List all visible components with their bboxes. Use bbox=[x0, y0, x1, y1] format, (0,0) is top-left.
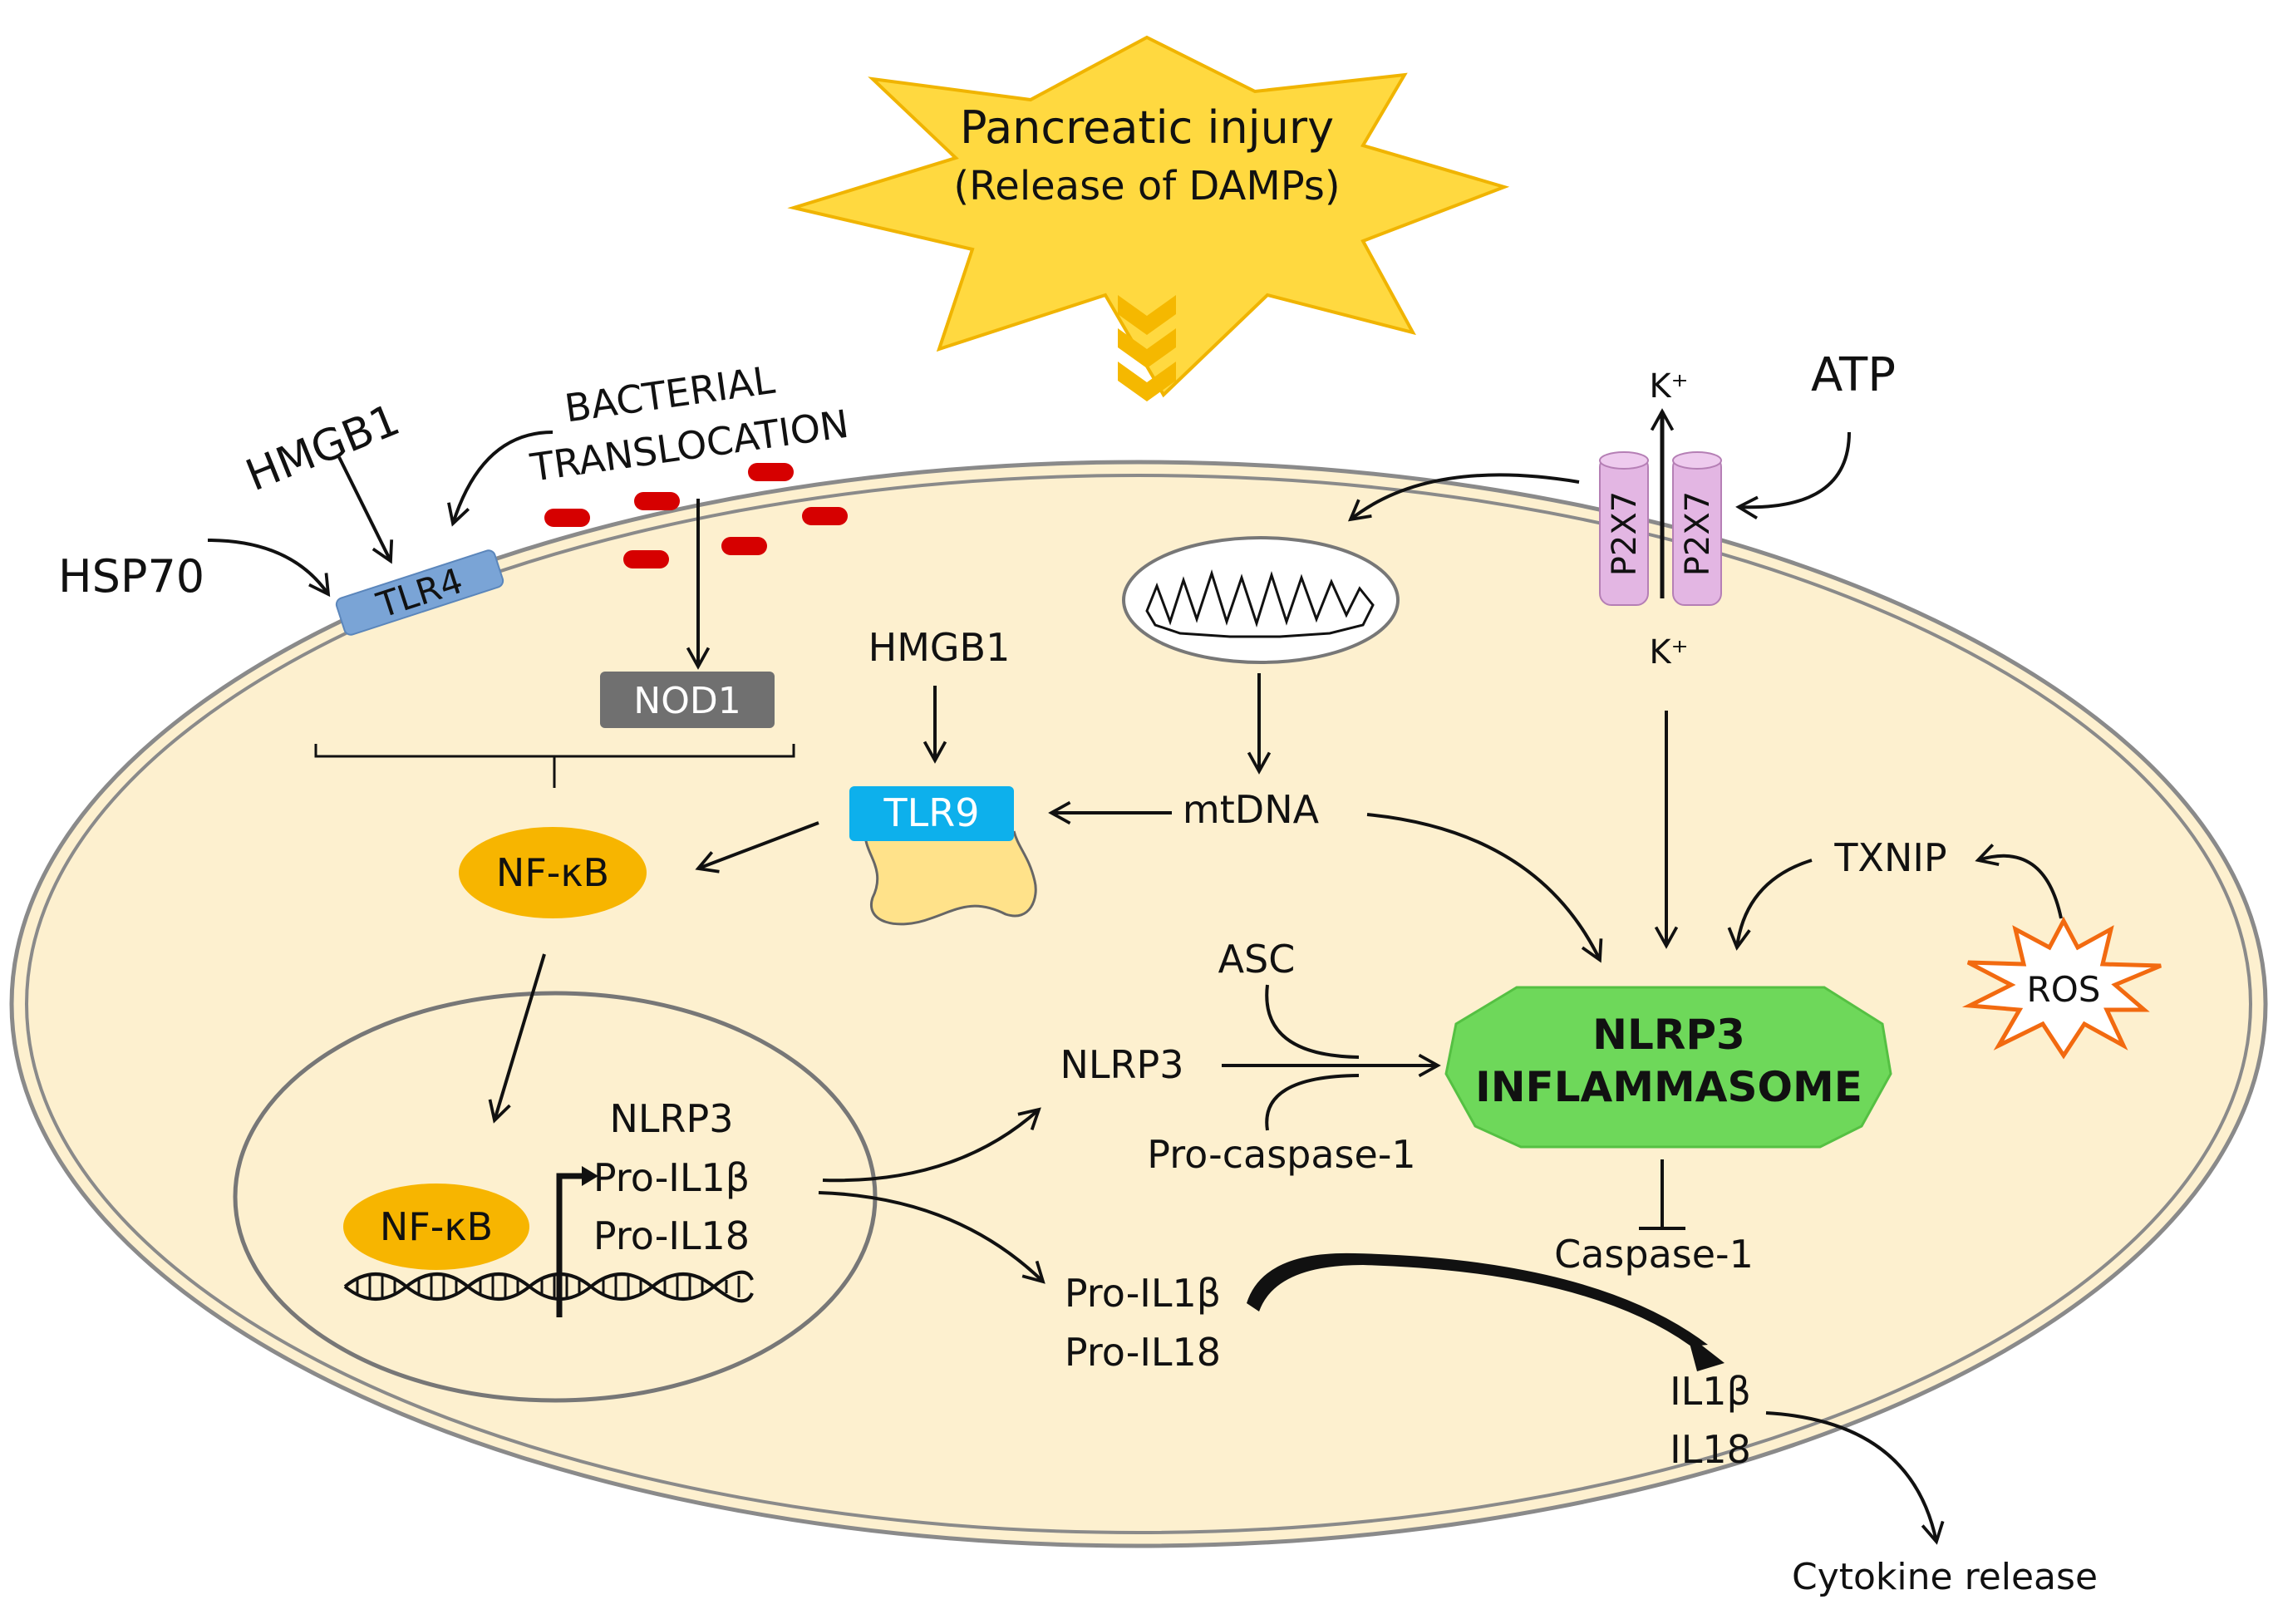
ros-label: ROS bbox=[2027, 969, 2101, 1010]
inflammasome-shape bbox=[1444, 986, 1892, 1149]
arrow-atp-to-p2x7 bbox=[1735, 431, 1851, 519]
pancreatic-injury-burst: Pancreatic injury (Release of DAMPs) bbox=[787, 35, 1510, 398]
p2x7-right-label: P2X7 bbox=[1679, 491, 1717, 576]
nfkb-nucleus bbox=[343, 1184, 529, 1270]
il18-label: IL18 bbox=[1670, 1427, 1751, 1472]
nfkb-cytoplasm: NF-κB bbox=[459, 827, 647, 918]
nucleus-gene-pro-il18: Pro-IL18 bbox=[593, 1213, 750, 1258]
mtdna-label: mtDNA bbox=[1183, 787, 1320, 832]
tlr9-endosome: TLR9 bbox=[849, 786, 1037, 926]
k-inside-label: K⁺ bbox=[1649, 633, 1688, 672]
p2x7-channel: P2X7 P2X7 bbox=[1599, 451, 1722, 606]
transcription-start-arrow bbox=[556, 1173, 583, 1317]
inflammasome-line1: NLRP3 bbox=[1592, 1011, 1745, 1059]
damp-release-chevrons bbox=[1118, 295, 1176, 401]
ros-star-shape bbox=[1961, 916, 2162, 1060]
nlrp3-cytoplasm-label: NLRP3 bbox=[1060, 1042, 1183, 1087]
k-outside-label: K⁺ bbox=[1649, 367, 1688, 406]
pro-il1b-cytoplasm-label: Pro-IL1β bbox=[1065, 1271, 1221, 1316]
ros-burst: ROS bbox=[1961, 916, 2162, 1060]
arrow-txnip-to-inflammasome bbox=[1727, 859, 1813, 951]
txnip-label: TXNIP bbox=[1833, 835, 1946, 880]
nod1-label: NOD1 bbox=[633, 680, 740, 722]
caspase1-label: Caspase-1 bbox=[1554, 1232, 1754, 1277]
arrow-nucleus-to-nlrp3 bbox=[822, 1107, 1041, 1183]
arrow-nucleus-to-pro-il bbox=[818, 1191, 1046, 1284]
bacteria-dashes bbox=[544, 463, 848, 568]
pathway-arrows bbox=[207, 408, 2063, 1545]
nucleus: NF-κB NLRP3 Pro-IL1 bbox=[233, 991, 878, 1403]
cell bbox=[9, 460, 2268, 1548]
asc-label: ASC bbox=[1218, 937, 1296, 982]
cell-membrane-inner bbox=[25, 474, 2252, 1534]
hmgb1-intracellular-label: HMGB1 bbox=[868, 625, 1011, 670]
arrow-bacterial-to-tlr4 bbox=[447, 431, 554, 527]
atp-label: ATP bbox=[1811, 348, 1896, 402]
tlr9-label: TLR9 bbox=[883, 790, 980, 835]
il1b-label: IL1β bbox=[1670, 1369, 1751, 1414]
dna-helix bbox=[343, 1270, 754, 1303]
arrow-ros-to-txnip bbox=[1975, 844, 2063, 919]
hsp70-label: HSP70 bbox=[58, 550, 204, 603]
p2x7-left-label: P2X7 bbox=[1606, 491, 1644, 576]
inflammasome-line2: INFLAMMASOME bbox=[1475, 1063, 1862, 1111]
mitochondrion-cristae bbox=[1145, 569, 1375, 638]
cleavage-arrow bbox=[1247, 1252, 1724, 1371]
arrow-tlr9-to-nfkb bbox=[695, 821, 819, 874]
arrow-nfkb-to-nucleus bbox=[488, 953, 546, 1124]
receptor-convergence-bracket bbox=[314, 744, 795, 788]
arrow-mtdna-to-inflammasome bbox=[1366, 813, 1603, 963]
nfkb-cytoplasm-label: NF-κB bbox=[496, 850, 609, 895]
curve-asc-joining bbox=[1265, 984, 1360, 1059]
pro-il18-cytoplasm-label: Pro-IL18 bbox=[1065, 1330, 1221, 1375]
mitochondrion bbox=[1122, 536, 1400, 664]
curve-procaspase1-joining bbox=[1265, 1074, 1360, 1131]
nucleus-gene-pro-il1b: Pro-IL1β bbox=[593, 1155, 750, 1200]
injury-title: Pancreatic injury bbox=[960, 101, 1334, 154]
nucleus-gene-nlrp3: NLRP3 bbox=[609, 1096, 733, 1141]
nlrp3-inflammasome: NLRP3 INFLAMMASOME bbox=[1444, 986, 1892, 1149]
arrow-hsp70-to-tlr4 bbox=[207, 539, 331, 598]
injury-subtitle: (Release of DAMPs) bbox=[953, 163, 1340, 209]
cell-membrane-outer bbox=[9, 460, 2268, 1548]
nod1-receptor: NOD1 bbox=[600, 672, 775, 728]
pro-caspase1-label: Pro-caspase-1 bbox=[1147, 1132, 1415, 1177]
hmgb1-extracellular-label: HMGB1 bbox=[239, 395, 406, 501]
nfkb-nucleus-label: NF-κB bbox=[380, 1204, 493, 1249]
arrow-p2x7-to-mitochondrion bbox=[1347, 473, 1580, 522]
arrow-il-to-cytokine-release bbox=[1765, 1411, 1945, 1545]
cytokine-release-label: Cytokine release bbox=[1792, 1556, 2098, 1598]
injury-star-shape bbox=[787, 35, 1510, 398]
arrow-hmgb1-to-tlr4 bbox=[337, 456, 394, 564]
